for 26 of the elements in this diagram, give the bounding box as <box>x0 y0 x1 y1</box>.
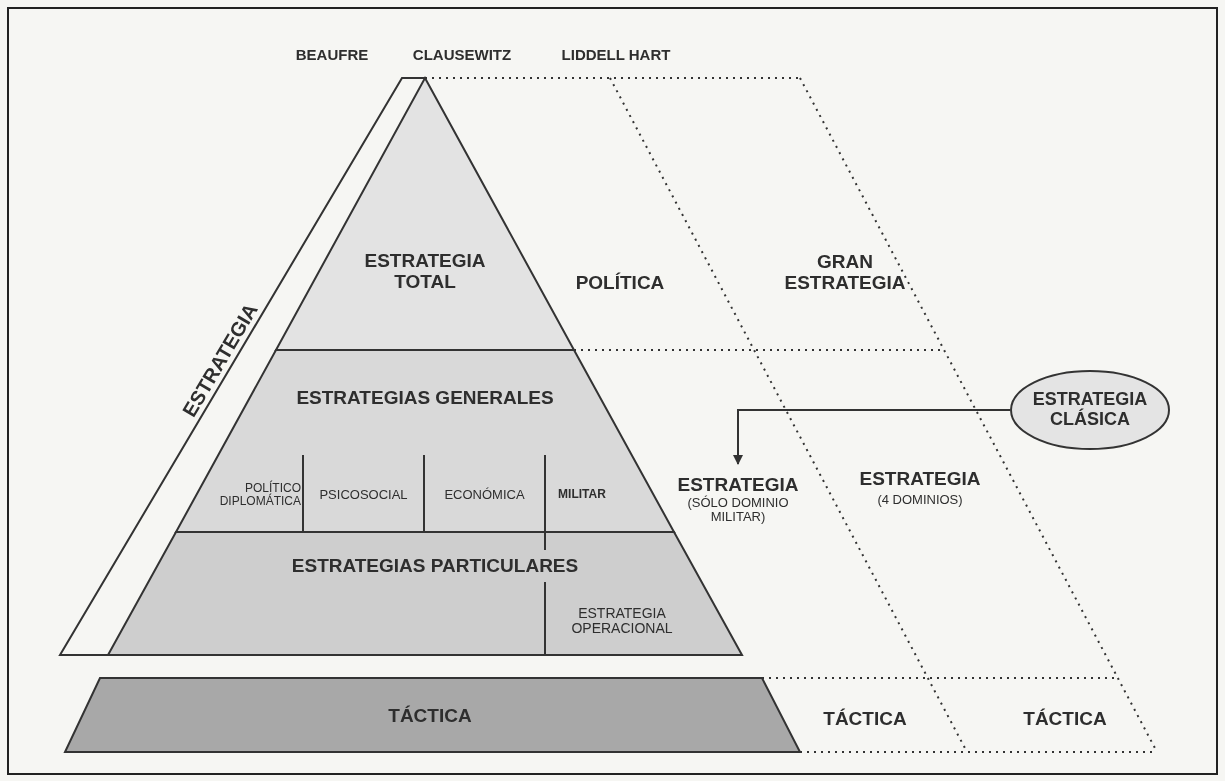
category-label: ESTRATEGIAS PARTICULARES <box>291 555 579 577</box>
author-name: BEAUFRE <box>294 44 370 65</box>
pyramid-tier <box>276 78 574 350</box>
category-label: ESTRATEGIA <box>677 475 799 496</box>
category-label: TÁCTICA <box>388 705 472 727</box>
note-text: (SÓLO DOMINIO MILITAR) <box>686 496 790 525</box>
category-label: ECONÓMICA <box>444 487 525 503</box>
author-name: CLAUSEWITZ <box>411 44 513 65</box>
oval-shape <box>1010 370 1170 450</box>
column-label: ESTRATEGIA <box>858 466 982 491</box>
category-label: ESTRATEGIA OPERACIONAL <box>570 605 674 637</box>
category-label: ESTRATEGIA TOTAL <box>363 251 487 293</box>
category-label: POLÍTICO DIPLOMÁTICA <box>218 481 301 509</box>
category-label: PSICOSOCIAL <box>319 487 408 503</box>
column-label: TÁCTICA <box>1022 706 1108 731</box>
author-name: LIDDELL HART <box>560 44 672 65</box>
column-label: POLÍTICA <box>574 270 666 295</box>
pyramid-tier <box>108 532 742 655</box>
category-label: MILITAR <box>558 488 606 502</box>
category-label: ESTRATEGIA CLÁSICA <box>1031 390 1149 430</box>
arrow <box>733 409 1011 465</box>
category-label: ESTRATEGIAS GENERALES <box>296 387 554 409</box>
column-label: TÁCTICA <box>822 706 908 731</box>
pyramid-tier <box>65 678 800 752</box>
note-text: (4 DOMINIOS) <box>876 490 964 509</box>
column-label: GRAN ESTRATEGIA <box>783 250 907 295</box>
